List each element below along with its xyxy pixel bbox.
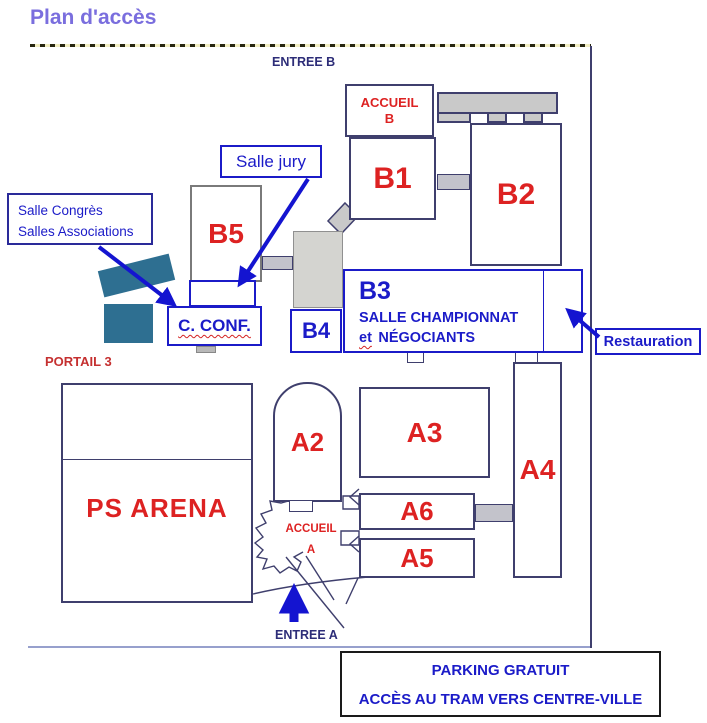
accueil-a-label: ACCUEIL A xyxy=(285,523,337,556)
a3-label: A3 xyxy=(406,416,443,448)
callout-salle-congres: Salle Congrès Salles Associations xyxy=(7,193,153,245)
crenellation-tooth xyxy=(487,112,507,123)
b4-label: B4 xyxy=(301,318,331,343)
parking-info-box: PARKING GRATUIT ACCÈS AU TRAM VERS CENTR… xyxy=(340,651,661,717)
a2-label: A2 xyxy=(290,426,325,457)
building-a2: A2 xyxy=(273,382,342,502)
b5-label: B5 xyxy=(208,217,244,249)
building-a4: A4 xyxy=(513,362,562,578)
crenellation-tooth xyxy=(437,112,471,123)
portail-3-label: PORTAIL 3 xyxy=(45,354,112,369)
b3-lower-tab xyxy=(407,352,424,363)
ps-arena-label: PS ARENA xyxy=(86,493,228,523)
map-bottom-border xyxy=(28,646,590,648)
a6-label: A6 xyxy=(400,496,434,526)
building-a6: A6 xyxy=(359,493,475,530)
entree-a-label: ENTREE A xyxy=(275,628,338,642)
b2-label: B2 xyxy=(496,177,536,211)
salle-jury-label: Salle jury xyxy=(236,151,306,171)
b3-subtitle-1: SALLE CHAMPIONNAT xyxy=(359,310,519,326)
c-conf-pedestal xyxy=(196,346,216,353)
building-a5: A5 xyxy=(359,538,475,578)
building-accueil-b: ACCUEIL B xyxy=(345,84,434,137)
a5-label: A5 xyxy=(400,542,434,573)
building-ps-arena: PS ARENA xyxy=(61,383,253,603)
callout-restauration: Restauration xyxy=(595,328,701,355)
salle-congres-label-2: Salles Associations xyxy=(18,223,134,239)
salle-jury-target-box xyxy=(189,280,256,307)
crenellation-tooth xyxy=(523,112,543,123)
parking-line-1: PARKING GRATUIT xyxy=(431,662,570,679)
ps-arena-divider xyxy=(63,459,251,460)
b5-corridor xyxy=(262,256,293,270)
b3-label: B3 xyxy=(359,277,391,305)
parking-line-2: ACCÈS AU TRAM VERS CENTRE-VILLE xyxy=(358,691,643,708)
b3-a4-tab xyxy=(515,352,538,363)
entree-b-label: ENTREE B xyxy=(272,55,336,69)
b1-b2-corridor xyxy=(437,174,470,190)
building-b1: B1 xyxy=(349,137,436,220)
accueil-b-label: ACCUEIL xyxy=(360,94,419,110)
map-top-dashed-border xyxy=(30,44,591,47)
restauration-label: Restauration xyxy=(603,333,693,350)
central-hall xyxy=(293,231,343,308)
building-b2: B2 xyxy=(470,123,562,266)
b1-label: B1 xyxy=(373,161,412,195)
teal-building-upper xyxy=(97,253,176,298)
a4-label: A4 xyxy=(519,454,556,485)
salle-congres-label-1: Salle Congrès xyxy=(18,203,103,218)
teal-building-lower xyxy=(104,304,153,343)
building-b4: B4 xyxy=(290,309,342,353)
building-b3: B3 SALLE CHAMPIONNAT et NÉGOCIANTS xyxy=(343,269,583,353)
accueil-b-label-2: B xyxy=(384,110,395,126)
b3-subtitle-2-rest: NÉGOCIANTS xyxy=(378,330,476,346)
map-right-border xyxy=(590,46,592,648)
b3-subtitle-2-word: et xyxy=(359,330,372,346)
page-title: Plan d'accès xyxy=(30,6,157,29)
a6-a4-corridor xyxy=(475,504,513,522)
crenellated-building xyxy=(437,92,558,114)
b3-inner-divider xyxy=(543,271,544,351)
building-a3: A3 xyxy=(359,387,490,478)
callout-salle-jury: Salle jury xyxy=(220,145,322,178)
a2-neck xyxy=(289,500,313,512)
c-conf-label: C. CONF. xyxy=(178,316,251,335)
building-b5: B5 xyxy=(190,185,262,282)
callout-c-conf: C. CONF. xyxy=(167,306,262,346)
